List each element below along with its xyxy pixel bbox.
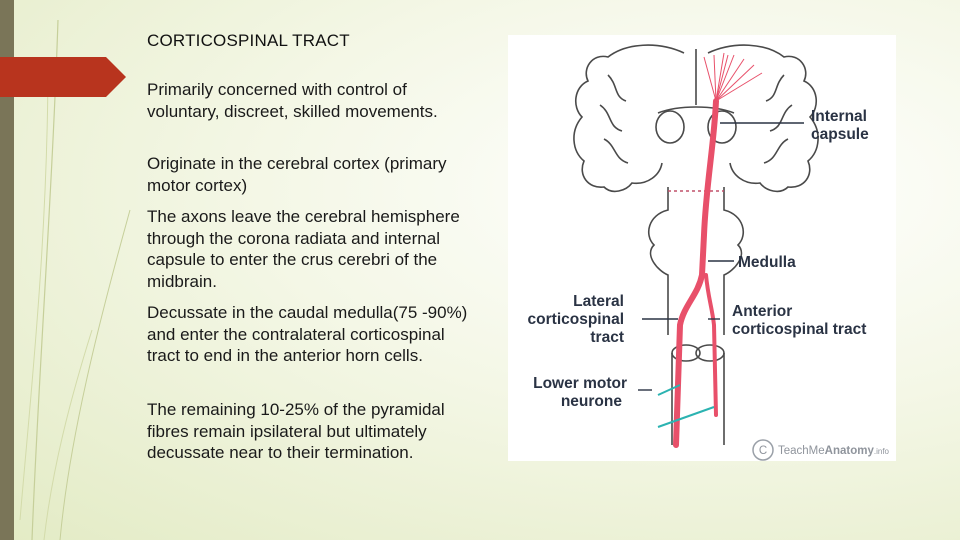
lateral-corticospinal-tract bbox=[673, 98, 719, 448]
label-neurone: neurone bbox=[561, 393, 623, 410]
cortical-fibres bbox=[703, 52, 763, 102]
paragraph-decussation: Decussate in the caudal medulla(75 -90%)… bbox=[147, 303, 468, 365]
label-anterior-1: Anterior bbox=[732, 303, 792, 320]
label-lateral-2: corticospinal bbox=[528, 311, 624, 328]
watermark-text: TeachMeAnatomy.info bbox=[778, 445, 890, 457]
copyright-symbol: C bbox=[759, 445, 767, 457]
label-lower-motor: Lower motor bbox=[533, 375, 627, 392]
copyright-icon bbox=[752, 439, 774, 461]
teachmeanatomy-watermark: C TeachMeAnatomy.info bbox=[752, 439, 890, 461]
left-sidebar-bar bbox=[0, 0, 14, 540]
paragraph-function: Primarily concerned with control of volu… bbox=[147, 80, 438, 121]
lower-motor-neurone bbox=[657, 384, 715, 428]
paragraph-pathway: The axons leave the cerebral hemisphere … bbox=[147, 207, 460, 291]
corticospinal-tract-diagram: Internal capsule Medulla Lateral cortico… bbox=[508, 35, 896, 461]
label-lateral-3: tract bbox=[590, 329, 624, 346]
paragraph-ipsilateral: The remaining 10-25% of the pyramidal fi… bbox=[147, 400, 445, 462]
brain-outline bbox=[573, 44, 819, 193]
label-capsule: capsule bbox=[811, 126, 869, 143]
spinal-cord-segment bbox=[671, 344, 725, 445]
label-anterior-2: corticospinal tract bbox=[732, 321, 866, 338]
paragraph-origin: Originate in the cerebral cortex (primar… bbox=[147, 154, 447, 195]
label-lateral-1: Lateral bbox=[573, 293, 624, 310]
brainstem-outline bbox=[647, 187, 745, 335]
leader-lines bbox=[638, 122, 804, 391]
anterior-corticospinal-tract bbox=[704, 273, 718, 417]
label-medulla: Medulla bbox=[738, 254, 796, 271]
label-internal: Internal bbox=[811, 108, 867, 125]
accent-arrow-tab bbox=[0, 57, 126, 97]
slide-title: CORTICOSPINAL TRACT bbox=[147, 31, 350, 50]
